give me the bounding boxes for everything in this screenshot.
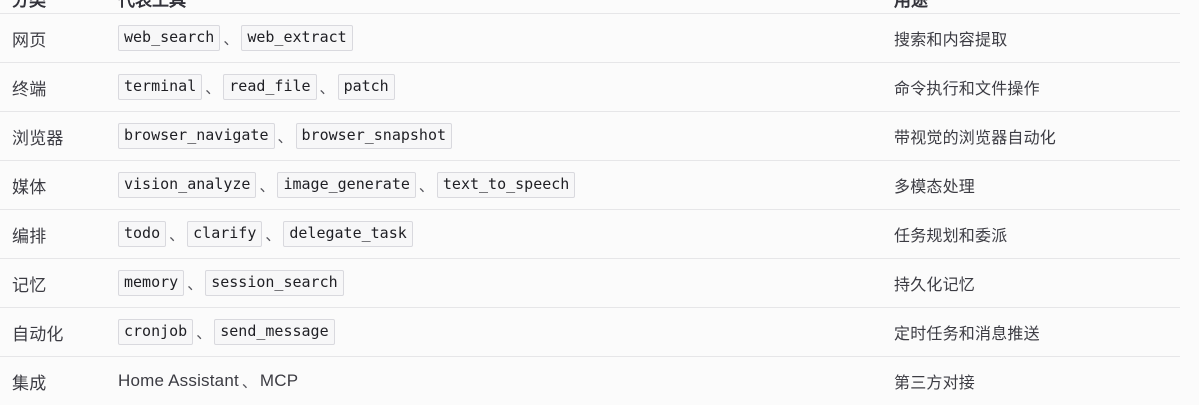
cell-tools: terminal、read_file、patch — [118, 63, 877, 112]
column-header-description-label: 用途 — [894, 0, 1180, 13]
tool-code-chip: memory — [118, 270, 184, 296]
tool-separator: 、 — [317, 77, 338, 98]
cell-category: 编排 — [0, 210, 118, 259]
tool-plain-label: MCP — [260, 371, 298, 391]
cell-tools: cronjob、send_message — [118, 308, 877, 357]
tool-separator: 、 — [262, 224, 283, 245]
tool-separator: 、 — [239, 371, 260, 392]
cell-description: 第三方对接 — [877, 357, 1180, 405]
tool-code-chip: web_search — [118, 25, 220, 51]
cell-category: 网页 — [0, 14, 118, 63]
cell-tools: web_search、web_extract — [118, 14, 877, 63]
column-header-category: 分类 — [0, 0, 118, 14]
tool-code-chip: delegate_task — [283, 221, 412, 247]
tool-separator: 、 — [166, 224, 187, 245]
table-header-row: 分类 代表工具 用途 — [0, 0, 1180, 14]
tool-code-chip: browser_snapshot — [296, 123, 453, 149]
tool-code-chip: patch — [338, 74, 395, 100]
tool-code-chip: session_search — [205, 270, 343, 296]
column-header-description: 用途 — [877, 0, 1180, 14]
cell-tools: memory、session_search — [118, 259, 877, 308]
tool-separator: 、 — [416, 175, 437, 196]
tool-code-chip: clarify — [187, 221, 262, 247]
tool-separator: 、 — [193, 322, 214, 343]
cell-category: 浏览器 — [0, 112, 118, 161]
tool-separator: 、 — [275, 126, 296, 147]
tool-code-chip: browser_navigate — [118, 123, 275, 149]
cell-tools: todo、clarify、delegate_task — [118, 210, 877, 259]
tool-code-chip: read_file — [223, 74, 316, 100]
tool-code-chip: text_to_speech — [437, 172, 575, 198]
cell-tools: Home Assistant、MCP — [118, 357, 877, 405]
cell-tools: browser_navigate、browser_snapshot — [118, 112, 877, 161]
column-header-tools: 代表工具 — [118, 0, 877, 14]
tool-separator: 、 — [220, 28, 241, 49]
cell-category: 记忆 — [0, 259, 118, 308]
tool-code-chip: vision_analyze — [118, 172, 256, 198]
tool-separator: 、 — [202, 77, 223, 98]
tool-code-chip: web_extract — [241, 25, 352, 51]
cell-description: 多模态处理 — [877, 161, 1180, 210]
tool-code-chip: terminal — [118, 74, 202, 100]
cell-category: 终端 — [0, 63, 118, 112]
tool-code-chip: image_generate — [277, 172, 415, 198]
column-header-category-label: 分类 — [12, 0, 118, 13]
cell-description: 带视觉的浏览器自动化 — [877, 112, 1180, 161]
cell-description: 持久化记忆 — [877, 259, 1180, 308]
table-header: 分类 代表工具 用途 — [0, 0, 1180, 14]
tool-separator: 、 — [256, 175, 277, 196]
tool-code-chip: todo — [118, 221, 166, 247]
column-header-tools-label: 代表工具 — [118, 0, 877, 13]
cell-description: 任务规划和委派 — [877, 210, 1180, 259]
tool-plain-label: Home Assistant — [118, 371, 239, 391]
tool-code-chip: send_message — [214, 319, 334, 345]
cell-description: 命令执行和文件操作 — [877, 63, 1180, 112]
cell-description: 定时任务和消息推送 — [877, 308, 1180, 357]
cell-category: 自动化 — [0, 308, 118, 357]
cell-category: 集成 — [0, 357, 118, 405]
tool-code-chip: cronjob — [118, 319, 193, 345]
cell-tools: vision_analyze、image_generate、text_to_sp… — [118, 161, 877, 210]
cell-category: 媒体 — [0, 161, 118, 210]
tool-separator: 、 — [184, 273, 205, 294]
cell-description: 搜索和内容提取 — [877, 14, 1180, 63]
